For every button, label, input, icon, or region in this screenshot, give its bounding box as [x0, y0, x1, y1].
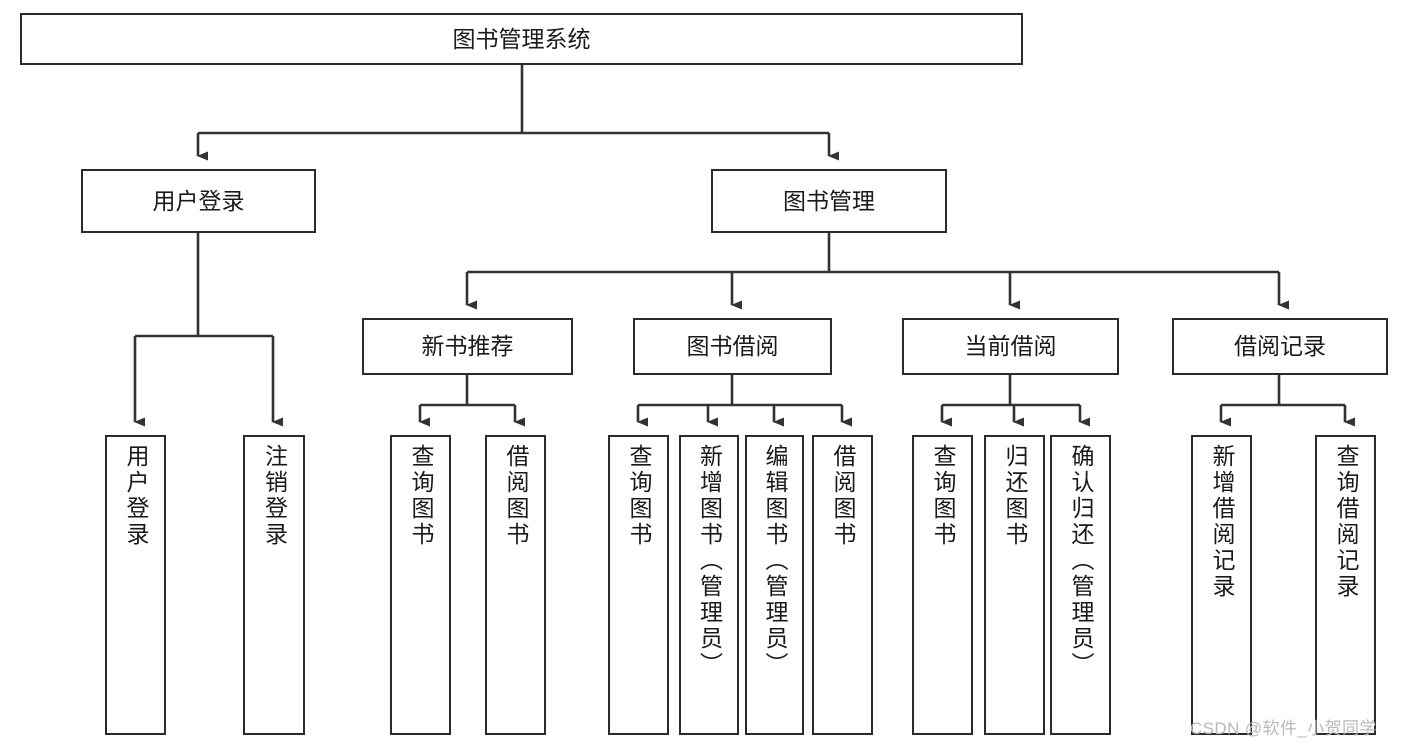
leaf-node-leaf-borrow-book[interactable]: 借阅图书	[812, 435, 873, 735]
leaf-node-leaf-user-login[interactable]: 用户登录	[105, 435, 166, 735]
leaf-node-leaf-query-borrow-record[interactable]: 查询借阅记录	[1315, 435, 1376, 735]
leaf-node-leaf-borrow-book-recommend[interactable]: 借阅图书	[485, 435, 546, 735]
submodule-node-current-borrow[interactable]: 当前借阅	[902, 318, 1119, 375]
node-label: 编辑图书（管理员）	[762, 444, 788, 678]
csdn-watermark: CSDN @软件_小贺同学	[1190, 719, 1377, 738]
leaf-node-leaf-confirm-return-admin[interactable]: 确认归还（管理员）	[1050, 435, 1111, 735]
node-label: 查询图书	[930, 444, 956, 548]
node-label: 借阅图书	[503, 444, 529, 548]
node-label: 归还图书	[1002, 444, 1028, 548]
node-label: 新书推荐	[421, 333, 514, 360]
node-label: 注销登录	[261, 444, 288, 548]
root-node-root[interactable]: 图书管理系统	[20, 13, 1023, 65]
module-node-user-login[interactable]: 用户登录	[81, 169, 316, 233]
submodule-node-book-borrow[interactable]: 图书借阅	[633, 318, 832, 375]
submodule-node-borrow-record[interactable]: 借阅记录	[1172, 318, 1388, 375]
node-label: 借阅记录	[1234, 333, 1326, 360]
node-label: 图书管理	[783, 187, 875, 214]
node-label: 图书借阅	[686, 333, 779, 360]
node-label: 当前借阅	[964, 333, 1057, 360]
leaf-node-leaf-query-book-borrow[interactable]: 查询图书	[608, 435, 669, 735]
node-label: 确认归还（管理员）	[1068, 444, 1094, 678]
node-label: 新增借阅记录	[1209, 444, 1235, 600]
leaf-node-leaf-return-book[interactable]: 归还图书	[984, 435, 1045, 735]
node-label: 用户登录	[152, 187, 245, 214]
node-label: 查询图书	[408, 444, 434, 548]
node-label: 查询图书	[626, 444, 652, 548]
node-label: 图书管理系统	[452, 25, 591, 52]
leaf-node-leaf-query-book-current[interactable]: 查询图书	[912, 435, 973, 735]
node-label: 查询借阅记录	[1333, 444, 1359, 600]
leaf-node-leaf-add-book-admin[interactable]: 新增图书（管理员）	[679, 435, 739, 735]
node-label: 用户登录	[123, 444, 149, 548]
node-label: 借阅图书	[830, 444, 856, 548]
leaf-node-leaf-logout[interactable]: 注销登录	[243, 435, 305, 735]
leaf-node-leaf-edit-book-admin[interactable]: 编辑图书（管理员）	[745, 435, 804, 735]
leaf-node-leaf-add-borrow-record[interactable]: 新增借阅记录	[1191, 435, 1252, 735]
submodule-node-new-book-recommend[interactable]: 新书推荐	[362, 318, 573, 375]
module-node-book-management[interactable]: 图书管理	[711, 169, 947, 233]
leaf-node-leaf-query-book-recommend[interactable]: 查询图书	[390, 435, 451, 735]
node-label: 新增图书（管理员）	[696, 444, 723, 678]
